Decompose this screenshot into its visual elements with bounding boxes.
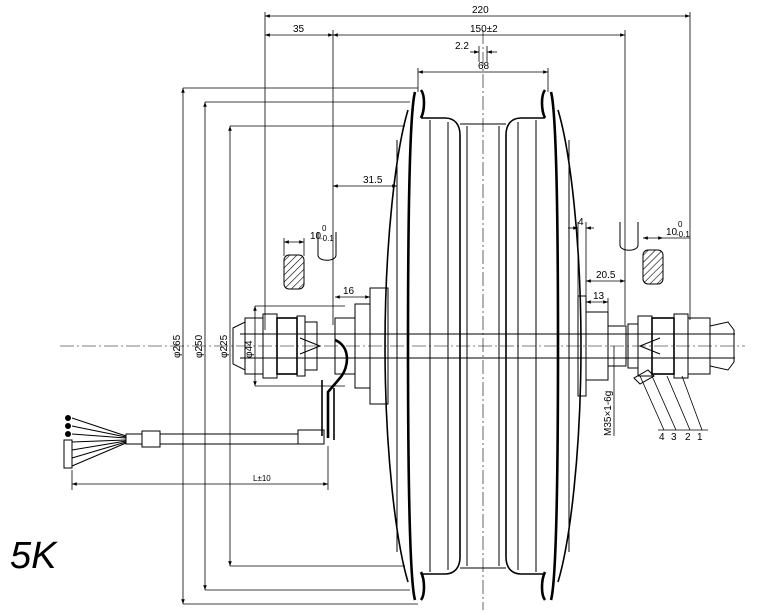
part-number-labels: 4 3 2 1 <box>659 432 703 443</box>
dim-diameter-250: φ250 <box>194 334 205 358</box>
dim-thread: M35×1-6g <box>603 391 614 436</box>
dim-spline-right-tol-top: 0 <box>678 220 683 229</box>
dim-diameter-225: φ225 <box>219 334 230 358</box>
dim-shoulder-left: 16 <box>343 286 355 297</box>
dim-shaft-offset: 35 <box>293 24 305 35</box>
part-label-2: 2 <box>685 432 691 443</box>
dim-lip-right: 4 <box>578 217 584 228</box>
brand-mark-5k: 5K <box>10 535 58 577</box>
dim-spline-right-tol-bot: -0.1 <box>676 230 690 239</box>
dim-shoulder-right-b: 13 <box>593 291 605 302</box>
dim-overall-width: 220 <box>472 5 489 16</box>
dim-diameter-44: φ44 <box>244 340 255 358</box>
dim-diameter-265: φ265 <box>172 334 183 358</box>
dimension-labels: 220 35 150±2 2.2 68 31.5 10 0 -0.1 10 0 … <box>172 5 690 483</box>
dim-spline-left: 10 <box>310 231 322 242</box>
dim-cable-length: L±10 <box>253 474 271 483</box>
part-label-4: 4 <box>659 432 665 443</box>
part-label-1: 1 <box>697 432 703 443</box>
hub-assembly <box>232 287 735 405</box>
dim-hub-offset: 31.5 <box>363 175 383 186</box>
spline-sections <box>283 222 664 290</box>
part-label-3: 3 <box>671 432 677 443</box>
dim-shoulder-right-a: 20.5 <box>596 270 616 281</box>
dim-spline-left-tol-top: 0 <box>322 224 327 233</box>
dim-center-offset: 2.2 <box>455 41 469 52</box>
dim-spline-right: 10 <box>666 227 678 238</box>
rim-outline <box>384 89 582 601</box>
dimension-lines <box>71 12 708 605</box>
dim-flange-width: 150±2 <box>470 24 498 35</box>
dim-rim-width: 68 <box>478 61 490 72</box>
center-lines <box>60 30 745 610</box>
dim-spline-left-tol-bot: -0.1 <box>320 234 334 243</box>
